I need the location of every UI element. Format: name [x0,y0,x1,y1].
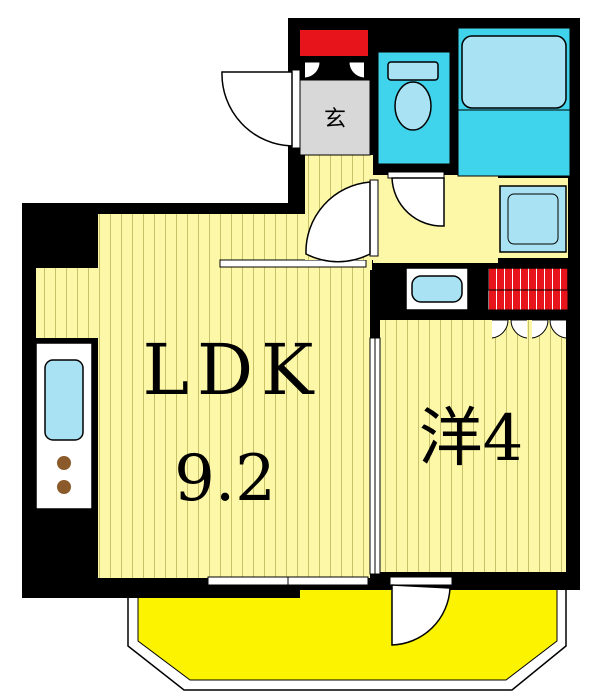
entrance-label: 玄 [324,107,346,132]
toilet-door-icon [391,177,445,227]
bathroom [457,27,571,177]
washroom [405,178,568,311]
stove-burner-icon [57,456,71,470]
ldk-size: 9.2 [174,442,276,516]
entry-closet-door-icon [348,61,365,79]
western-room-label: 洋4 [419,402,524,476]
ldk-label: LDK [143,329,322,411]
toilet-room [377,51,451,165]
ldk-floor [98,214,370,578]
western-floor [380,320,566,572]
closet-door-icon [549,319,567,339]
ldk-room [36,214,372,586]
bathtub [461,35,567,109]
balcony [127,583,567,691]
closet-door-icon [491,319,509,339]
western-room [369,267,569,646]
closet-door-icon [510,319,528,339]
balcony-floor [137,583,558,681]
ldk-floor-west [36,268,100,338]
front-door-icon [221,71,293,147]
entrance-tile [299,79,371,156]
entry-closet-door-icon [304,61,321,79]
hall-door-icon [305,181,371,263]
kitchen-counter [35,342,93,510]
shoe-cabinet [300,30,368,56]
toilet-tank [387,61,439,81]
toilet-bowl-icon [394,81,432,131]
ldk-sliding-door [219,259,367,268]
closet-door-icon [531,319,549,339]
stove-burner-icon [57,480,71,494]
kitchen-sink [44,359,84,441]
balcony-door-icon [391,584,451,646]
